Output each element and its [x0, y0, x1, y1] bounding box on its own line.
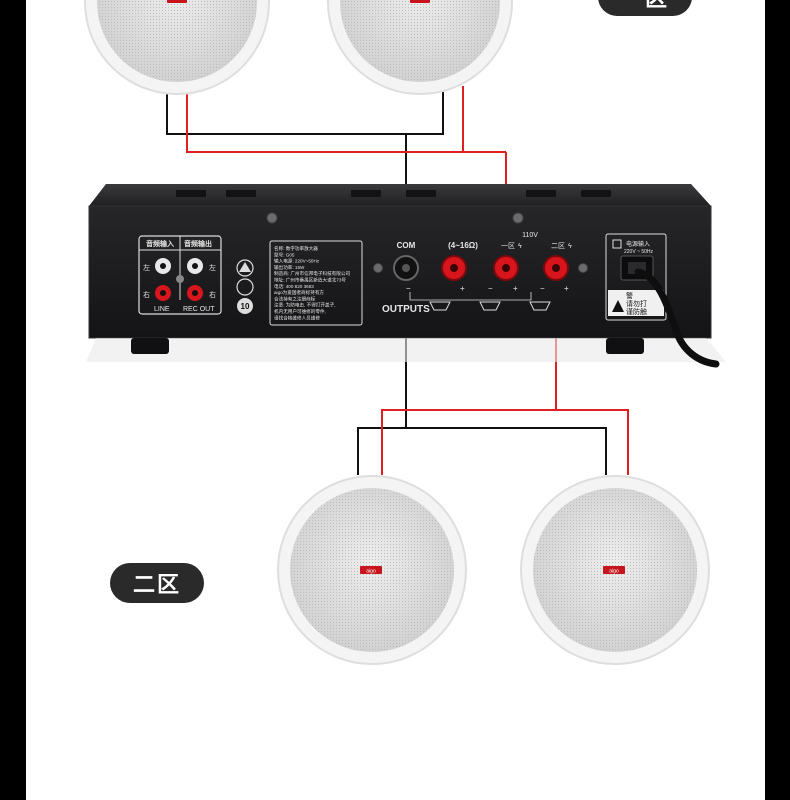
- audio-in-label: 音频输入: [146, 239, 174, 248]
- impedance-label: (4~16Ω): [448, 241, 478, 250]
- left-label-out: 左: [209, 263, 216, 272]
- minus-sign-3: −: [540, 284, 545, 293]
- outputs-label: OUTPUTS: [382, 304, 430, 315]
- speaker-zone1-left: [85, 0, 269, 94]
- minus-sign-1: −: [406, 284, 411, 293]
- spec-line: 电话: 400 820 3683: [274, 283, 314, 290]
- wire-zone1-pos: [187, 86, 463, 152]
- rec-out-label: REC OUT: [183, 306, 215, 313]
- wire-zone2-com: [358, 428, 606, 475]
- brand-text: aigo: [366, 569, 376, 575]
- wire-zone2-pos: [382, 410, 628, 475]
- spec-line: 地址: 广州市番禺区新造大道北73号: [274, 277, 346, 284]
- speaker-zone2-right: aigo: [521, 476, 709, 664]
- spec-line: 名称: 数字功率放大器: [274, 245, 318, 252]
- spec-line: 机内无用户可维修的零件,: [274, 308, 326, 315]
- spec-line: 制造商: 广州市信邦电子科技有限公司: [274, 270, 350, 277]
- zone-badge-bottom: 二区: [110, 563, 204, 603]
- minus-sign-2: −: [488, 284, 493, 293]
- audio-out-label: 音频输出: [184, 239, 212, 248]
- lightning-icon-2: ϟ: [568, 243, 572, 250]
- right-label-out: 右: [209, 290, 216, 299]
- spec-line: aigo为爱国者商标持有方: [274, 289, 324, 296]
- line-label: LINE: [154, 306, 170, 313]
- left-label-in: 左: [143, 263, 150, 272]
- lightning-icon-1: ϟ: [518, 243, 522, 250]
- spec-line: 合法持有之注册商标: [274, 295, 316, 302]
- spec-line: 注意: 为防电击, 不得打开盖子,: [274, 302, 336, 309]
- zone1-terminal-label: 一区: [501, 242, 515, 250]
- cert-badge-text: 10: [241, 302, 250, 311]
- diagram-svg: 音频输入 音频输出 左 左 右 右 LINE REC OUT 10: [26, 0, 765, 800]
- warning-title: 警: [626, 291, 633, 300]
- com-label: COM: [397, 241, 416, 250]
- speaker-zone2-left: aigo: [278, 476, 466, 664]
- brand-text: aigo: [609, 569, 619, 575]
- wiring-diagram: 音频输入 音频输出 左 左 右 右 LINE REC OUT 10: [26, 0, 765, 800]
- power-input-label: 电源输入: [626, 240, 650, 248]
- wire-zone1-com: [167, 86, 443, 134]
- warning-text-1: 请勿打: [626, 299, 647, 308]
- spec-line: 型号: G05: [274, 251, 295, 258]
- power-spec: 220V ~ 50Hz: [624, 249, 654, 255]
- speaker-zone1-right: [328, 0, 512, 94]
- amplifier: 音频输入 音频输出 左 左 右 右 LINE REC OUT 10: [86, 184, 726, 364]
- right-label-in: 右: [143, 290, 150, 299]
- zone-badge-top: 一区: [598, 0, 692, 16]
- plus-sign-2: +: [513, 284, 518, 293]
- zone2-terminal-label: 二区: [551, 242, 565, 250]
- plus-sign-1: +: [460, 284, 465, 293]
- spec-line: 输入电源: 220V~50Hz: [274, 258, 320, 265]
- voltage-label: 110V: [522, 232, 538, 239]
- plus-sign-3: +: [564, 284, 569, 293]
- spec-line: 输出功率: 15W: [274, 264, 305, 271]
- warning-text-2: 谨防触: [626, 307, 647, 316]
- spec-line: 请找合格维修人员维修: [274, 314, 320, 321]
